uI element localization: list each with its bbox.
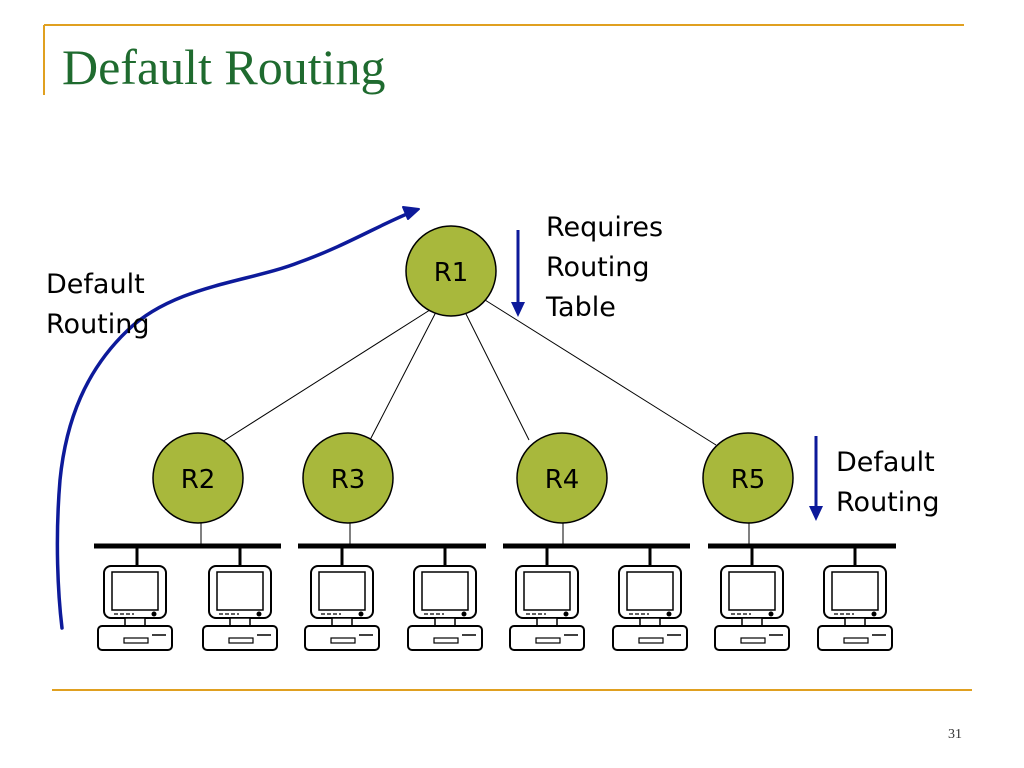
router-r2: R2	[152, 432, 244, 524]
router-label-r5: R5	[731, 465, 766, 495]
computer-icon	[612, 565, 688, 651]
right-default-routing-label: Default Routing	[836, 443, 940, 523]
default-routing-down-arrow	[809, 436, 823, 521]
link-r1-r4	[464, 311, 530, 441]
label-line: Table	[546, 292, 616, 323]
link-r1-r2	[213, 307, 434, 448]
router-label-r1: R1	[434, 258, 469, 288]
router-label-r3: R3	[331, 465, 366, 495]
requires-routing-table-label: Requires Routing Table	[546, 208, 663, 328]
label-line: Default	[46, 269, 145, 300]
left-default-routing-label: Default Routing	[46, 265, 150, 345]
computer-icon	[509, 565, 585, 651]
computer-icon	[97, 565, 173, 651]
computer-icon	[202, 565, 278, 651]
computer-icon	[714, 565, 790, 651]
link-r1-r5	[484, 299, 717, 446]
computer-stubs	[135, 546, 857, 565]
router-label-r4: R4	[545, 465, 580, 495]
label-line: Routing	[46, 309, 150, 340]
label-line: Routing	[836, 487, 940, 518]
link-r1-r3	[369, 311, 437, 441]
computer-icon	[817, 565, 893, 651]
router-r3: R3	[302, 432, 394, 524]
router-r4: R4	[516, 432, 608, 524]
slide-number: 31	[948, 727, 962, 742]
routing-table-down-arrow	[511, 230, 525, 317]
router-r1: R1	[405, 225, 497, 317]
default-routing-up-arrow	[55, 206, 420, 630]
router-links	[213, 299, 717, 448]
label-line: Default	[836, 447, 935, 478]
router-r5: R5	[702, 432, 794, 524]
computer-icon	[407, 565, 483, 651]
computer-icon	[304, 565, 380, 651]
label-line: Routing	[546, 252, 650, 283]
router-bus-drops	[200, 523, 750, 546]
label-line: Requires	[546, 212, 664, 243]
slide-title: Default Routing	[62, 39, 386, 95]
router-label-r2: R2	[181, 465, 216, 495]
